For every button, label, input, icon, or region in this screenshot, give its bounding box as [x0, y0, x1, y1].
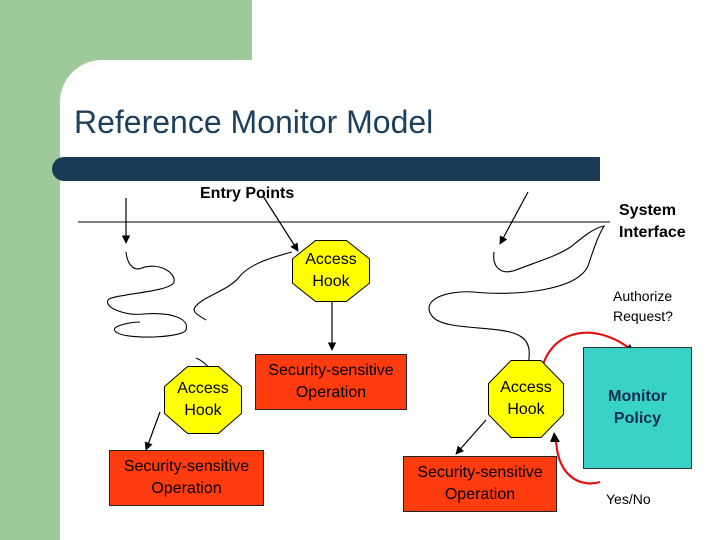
monitor-policy-box: Monitor Policy	[583, 347, 692, 469]
title-underline-bar	[52, 157, 600, 181]
security-op-right: Security-sensitive Operation	[403, 456, 557, 512]
yes-no-response-arc	[554, 435, 601, 485]
access-hook-top: Access Hook	[292, 240, 370, 302]
entry-arrow-right	[499, 191, 529, 245]
system-interface-line2: Interface	[619, 224, 686, 241]
yes-no-arrowhead	[550, 432, 560, 442]
access-hook-top-line2: Hook	[312, 273, 350, 290]
security-op-middle: Security-sensitive Operation	[255, 354, 407, 410]
execution-path-right	[428, 225, 606, 371]
authorize-line2: Request?	[613, 308, 673, 324]
access-hook-right-line2: Hook	[507, 401, 545, 418]
access-hook-right: Access Hook	[488, 360, 564, 438]
system-interface-line1: System	[619, 202, 676, 219]
access-hook-left: Access Hook	[164, 366, 242, 434]
access-hook-left-line1: Access	[177, 380, 229, 397]
slide-title: Reference Monitor Model	[74, 104, 434, 140]
security-op-left-line1: Security-sensitive	[123, 458, 250, 475]
hook-right-to-op-arrow	[455, 419, 487, 455]
security-op-middle-line1: Security-sensitive	[268, 362, 394, 379]
security-op-left-line2: Operation	[151, 480, 222, 497]
monitor-policy-line2: Policy	[613, 410, 662, 427]
authorize-request-label: Authorize Request?	[613, 286, 673, 326]
execution-path-middle	[193, 251, 293, 321]
security-op-right-line1: Security-sensitive	[417, 464, 543, 481]
entry-arrow-middle	[262, 195, 299, 252]
access-hook-right-line1: Access	[500, 379, 552, 396]
security-op-right-line2: Operation	[444, 486, 516, 503]
hook-left-to-op-arrow	[144, 411, 161, 451]
authorize-line1: Authorize	[613, 288, 673, 304]
access-hook-top-line1: Access	[305, 251, 357, 268]
yes-no-label: Yes/No	[606, 491, 651, 507]
monitor-policy-line1: Monitor	[608, 388, 667, 405]
entry-points-label: Entry Points	[200, 185, 295, 202]
execution-path-left	[107, 251, 187, 338]
access-hook-left-line2: Hook	[184, 402, 222, 419]
security-op-middle-line2: Operation	[295, 384, 367, 401]
security-op-left: Security-sensitive Operation	[109, 450, 264, 506]
system-interface-label: System Interface	[619, 200, 686, 244]
